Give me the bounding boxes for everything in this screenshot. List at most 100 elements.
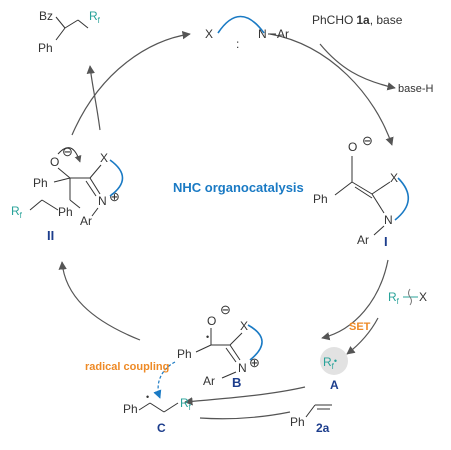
aldehyde-formula: PhCHO: [312, 13, 353, 27]
C-radical-dot: •: [146, 392, 149, 402]
C-label: C: [157, 421, 166, 435]
II-sub: f: [20, 211, 23, 220]
radical-A-rf: Rf•: [323, 355, 337, 371]
I-double-bond-a: [351, 181, 373, 195]
arrow-styrene-to-C: [199, 411, 291, 420]
product-bond-3: [77, 19, 89, 29]
rf-x-cleave-mark: [408, 288, 412, 306]
II-ph2-bond: [69, 199, 81, 209]
styrene-label: 2a: [316, 421, 330, 435]
I-label: I: [384, 234, 388, 249]
intermediate-II: O ⊖ Ph X N ⊕ Ph Ar Rf II: [11, 144, 124, 243]
arrow-catalyst-to-I: [269, 33, 394, 146]
arrow-product-to-catalyst: [71, 30, 191, 136]
radical-A: Rf• A: [320, 347, 348, 392]
II-r: R: [11, 204, 20, 218]
I-c-n-bond: [371, 193, 385, 214]
catalyst-ar: Ar: [277, 27, 289, 41]
product-bond-4: [55, 27, 66, 41]
aldehyde-label: 1a: [356, 13, 370, 27]
I-minus-charge: ⊖: [362, 133, 373, 148]
catalyst-x: X: [205, 27, 213, 41]
B-ar: Ar: [203, 374, 215, 388]
rf-x-sub: f: [397, 297, 400, 306]
styrene-bond-1: [305, 404, 316, 418]
rf-x-r: R: [388, 290, 397, 304]
styrene-2a: Ph 2a: [290, 404, 332, 435]
II-rf: Rf: [11, 204, 23, 220]
product-ph: Ph: [38, 41, 53, 55]
B-c-x-bond: [229, 332, 243, 346]
nhc-catalyst: X N : Ar: [205, 15, 289, 51]
II-label: II: [47, 228, 54, 243]
arrow-base-branch: [319, 43, 396, 91]
C-rf: Rf: [180, 396, 192, 412]
I-oxygen: O: [348, 140, 357, 154]
radical-A-label: A: [330, 378, 339, 392]
product-sub: f: [98, 16, 101, 25]
C-bond-1: [138, 402, 151, 411]
rf-x-rf: Rf: [388, 290, 400, 306]
catalyst-n: N: [258, 27, 267, 41]
B-label: B: [232, 375, 241, 390]
II-n: N: [98, 194, 107, 208]
radical-A-dot: •: [334, 356, 337, 366]
product: Bz Rf Ph: [38, 9, 101, 55]
arrow-set: [346, 317, 379, 355]
B-x: X: [240, 319, 248, 333]
radical-C: Ph • Rf C: [123, 392, 192, 435]
C-bond-3: [163, 402, 179, 413]
base-text: , base: [370, 13, 403, 27]
center-title: NHC organocatalysis: [173, 180, 304, 195]
product-r: R: [89, 9, 98, 23]
II-chain-bond-1: [41, 199, 59, 211]
II-x: X: [100, 151, 108, 165]
B-oxygen: O: [207, 314, 216, 328]
arrow-I-to-B: [321, 259, 389, 341]
base-h-byproduct: base-H: [398, 83, 434, 95]
arrow-radical-coupling: [153, 361, 176, 399]
II-ar: Ar: [80, 214, 92, 228]
radical-A-r: R: [323, 355, 332, 369]
I-n: N: [384, 213, 393, 227]
radical-coupling-label: radical coupling: [85, 361, 169, 373]
C-ph: Ph: [123, 402, 138, 416]
II-ph1: Ph: [33, 176, 48, 190]
B-minus-charge: ⊖: [220, 302, 231, 317]
II-n-ar-bond: [91, 207, 99, 217]
styrene-ph: Ph: [290, 415, 305, 429]
B-n: N: [238, 361, 247, 375]
II-plus-charge: ⊕: [109, 189, 120, 204]
product-bond-1: [55, 16, 66, 29]
arrow-to-C: [184, 386, 306, 406]
I-c-x-bond: [371, 181, 391, 195]
B-radical-dot: •: [206, 332, 209, 342]
B-ph: Ph: [177, 347, 192, 361]
II-c-x-bond: [89, 164, 102, 179]
I-ar: Ar: [357, 233, 369, 247]
II-oxygen: O: [50, 155, 59, 169]
radical-A-highlight: [320, 347, 348, 375]
II-chain-bond-2: [29, 199, 43, 211]
I-ph-bond: [334, 181, 353, 196]
B-double-bond-a: [229, 344, 241, 361]
intermediate-B: O ⊖ • Ph X N ⊕ Ar B: [177, 302, 263, 390]
II-c-o-bond: [57, 167, 71, 179]
I-x: X: [390, 171, 398, 185]
C-r: R: [180, 396, 189, 410]
set-label: SET: [349, 321, 371, 333]
C-sub: f: [189, 403, 192, 412]
product-bond-2: [64, 19, 79, 29]
rf-x-reagent: Rf X: [388, 288, 427, 306]
II-minus-charge: ⊖: [62, 144, 73, 159]
II-mechanism-arrow: [57, 147, 82, 163]
B-double-bond-b: [225, 347, 237, 363]
product-bz: Bz: [39, 9, 53, 23]
C-bond-2: [149, 402, 165, 413]
II-ring: [109, 159, 124, 197]
arrow-II-to-product: [86, 65, 101, 131]
I-double-bond-b: [354, 186, 373, 199]
